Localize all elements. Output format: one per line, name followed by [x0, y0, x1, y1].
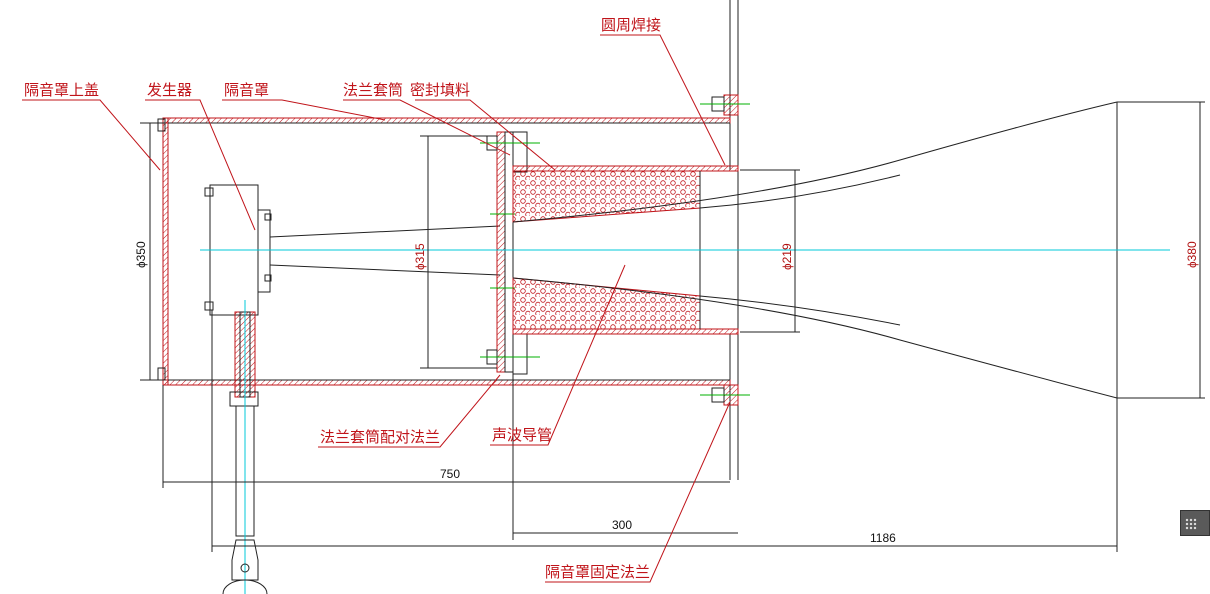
flange-sleeve	[512, 165, 739, 335]
dim-380	[1117, 101, 1205, 399]
dim-300-text: 300	[612, 518, 632, 532]
label-flange-sleeve: 法兰套筒	[343, 81, 403, 99]
label-cover: 隔音罩	[224, 81, 269, 99]
wall-line	[729, 0, 739, 480]
dim-1186-text: 1186	[870, 531, 896, 545]
dim-750	[162, 385, 730, 488]
label-wave-guide: 声波导管	[492, 426, 552, 444]
dim-1186	[211, 310, 1118, 552]
dim-315-text: ɸ315	[413, 243, 427, 270]
dim-315	[420, 135, 497, 369]
keyboard-icon[interactable]	[1180, 510, 1210, 536]
leader-lines	[22, 34, 731, 583]
nozzle-tube	[269, 225, 501, 276]
fixed-flange	[700, 94, 750, 406]
dim-219	[740, 169, 800, 333]
label-sealing-filler: 密封填料	[410, 81, 470, 99]
label-cover-lid: 隔音罩上盖	[24, 81, 99, 99]
dim-219-text: ɸ219	[780, 243, 794, 270]
label-fixed-flange: 隔音罩固定法兰	[545, 563, 650, 581]
label-circ-weld: 圆周焊接	[601, 16, 661, 34]
dim-350-text: ɸ350	[134, 241, 148, 268]
dim-300	[512, 374, 738, 540]
label-generator: 发生器	[147, 81, 192, 99]
supply-pipe	[222, 300, 268, 594]
dim-380-text: ɸ380	[1185, 241, 1199, 268]
dim-350	[140, 122, 165, 381]
dim-750-text: 750	[440, 467, 460, 481]
label-flange-pair: 法兰套筒配对法兰	[320, 428, 440, 446]
